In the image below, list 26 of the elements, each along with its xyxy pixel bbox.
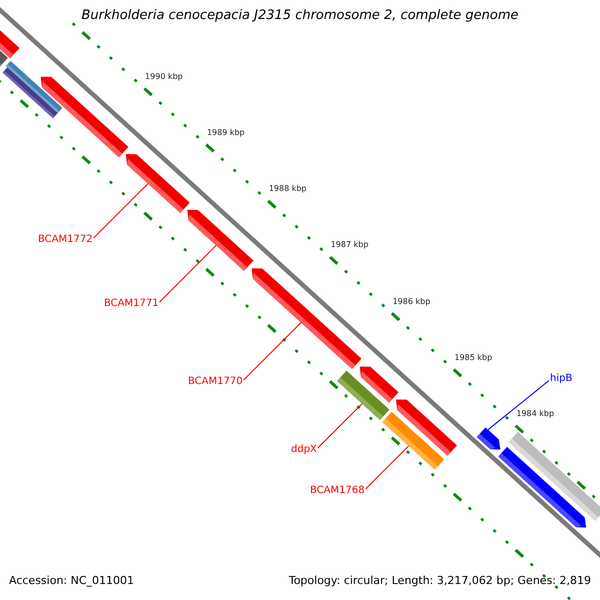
gene-block — [476, 427, 500, 450]
gene-block — [126, 154, 190, 213]
map-title: Burkholderia cenocepacia J2315 chromosome 2, complete genome — [80, 9, 520, 24]
gene-block — [337, 370, 390, 420]
gene-label: ddpX — [291, 444, 317, 455]
leader-line — [365, 446, 410, 490]
genome-summary: Topology: circular; Length: 3,217,062 bp; Genes: 2,819 — [288, 575, 591, 588]
leader-line — [159, 244, 217, 302]
leader-line — [488, 380, 550, 430]
gene-label: BCAM1771 — [104, 298, 159, 309]
leader-line — [93, 183, 148, 238]
gene-block — [252, 268, 362, 369]
scale-label: 1990 kbp — [145, 72, 183, 82]
scale-label: 1985 kbp — [454, 354, 492, 363]
leader-line — [243, 322, 302, 380]
scale-label: 1986 kbp — [392, 298, 430, 306]
gene-label: BCAM1768 — [310, 485, 365, 496]
gene-label: BCAM1770 — [188, 376, 243, 387]
leader-line — [317, 403, 363, 448]
gene-label: BCAM1772 — [38, 234, 93, 245]
gene-block — [187, 210, 254, 271]
gene-block — [382, 412, 444, 470]
scale-label: 1988 kbp — [268, 185, 307, 194]
accession-note: Accession: NC_011001 — [9, 575, 134, 588]
scale-label: 1987 kbp — [330, 241, 368, 250]
gene-label: hipB — [550, 373, 572, 384]
